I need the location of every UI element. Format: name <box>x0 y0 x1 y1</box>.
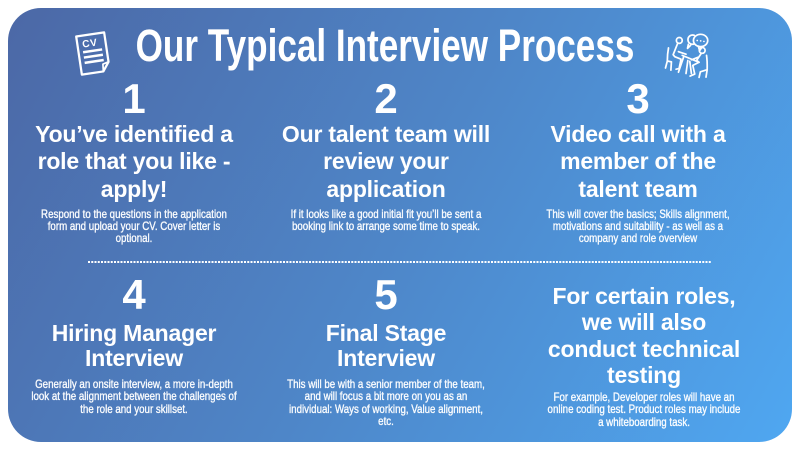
svg-text:CV: CV <box>82 38 99 51</box>
